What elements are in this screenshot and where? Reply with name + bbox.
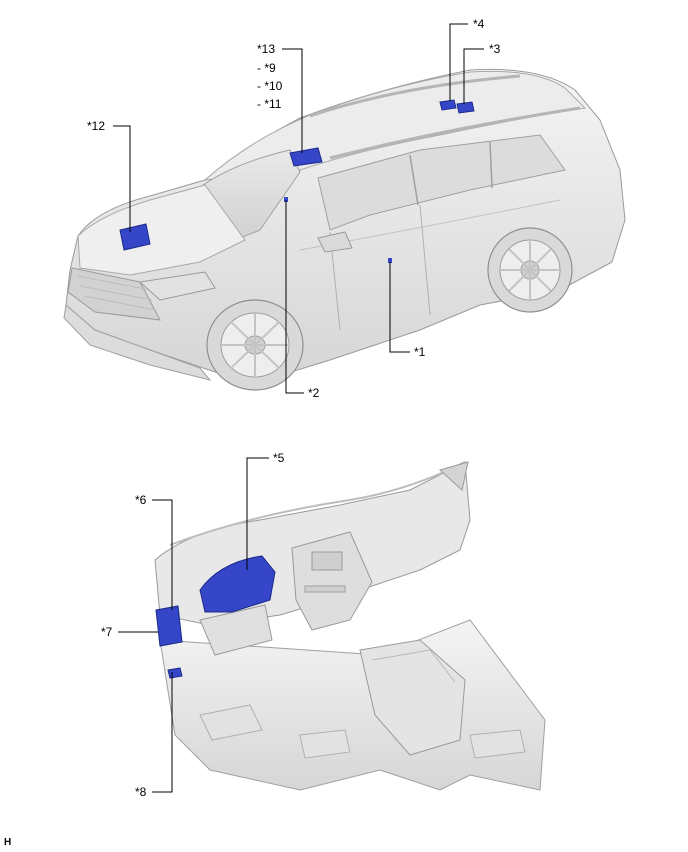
vehicle-illustration <box>63 68 626 391</box>
front-wheel <box>206 299 304 391</box>
component-7 <box>155 605 183 647</box>
callout-2: *2 <box>308 386 320 400</box>
component-4 <box>439 99 457 111</box>
component-13 <box>289 147 323 167</box>
callout-10: - *10 <box>257 79 283 93</box>
callout-6: *6 <box>135 493 147 507</box>
components-vehicle <box>119 99 475 263</box>
callout-1: *1 <box>414 345 426 359</box>
callout-13: *13 <box>257 42 276 56</box>
component-1 <box>388 258 392 263</box>
side-windows <box>317 134 566 231</box>
corner-mark: H <box>4 837 12 848</box>
callout-3: *3 <box>489 42 501 56</box>
grille <box>67 267 161 321</box>
rear-wheel <box>487 227 573 313</box>
floor <box>159 619 546 791</box>
component-12 <box>119 223 151 251</box>
components-interior <box>155 555 276 679</box>
callout-7: *7 <box>101 625 113 639</box>
hood <box>77 184 246 276</box>
center-console <box>359 639 466 756</box>
component-8 <box>167 667 183 679</box>
callout-8: *8 <box>135 785 147 799</box>
component-3 <box>456 101 475 114</box>
callout-9: - *9 <box>257 61 276 75</box>
leader-lines <box>113 23 484 793</box>
callout-12: *12 <box>87 119 106 133</box>
callout-4: *4 <box>473 17 485 31</box>
interior-illustration <box>154 461 546 791</box>
callout-11: - *11 <box>257 97 282 111</box>
component-5 <box>199 555 276 613</box>
component-2 <box>284 197 288 202</box>
callout-5: *5 <box>273 451 285 465</box>
